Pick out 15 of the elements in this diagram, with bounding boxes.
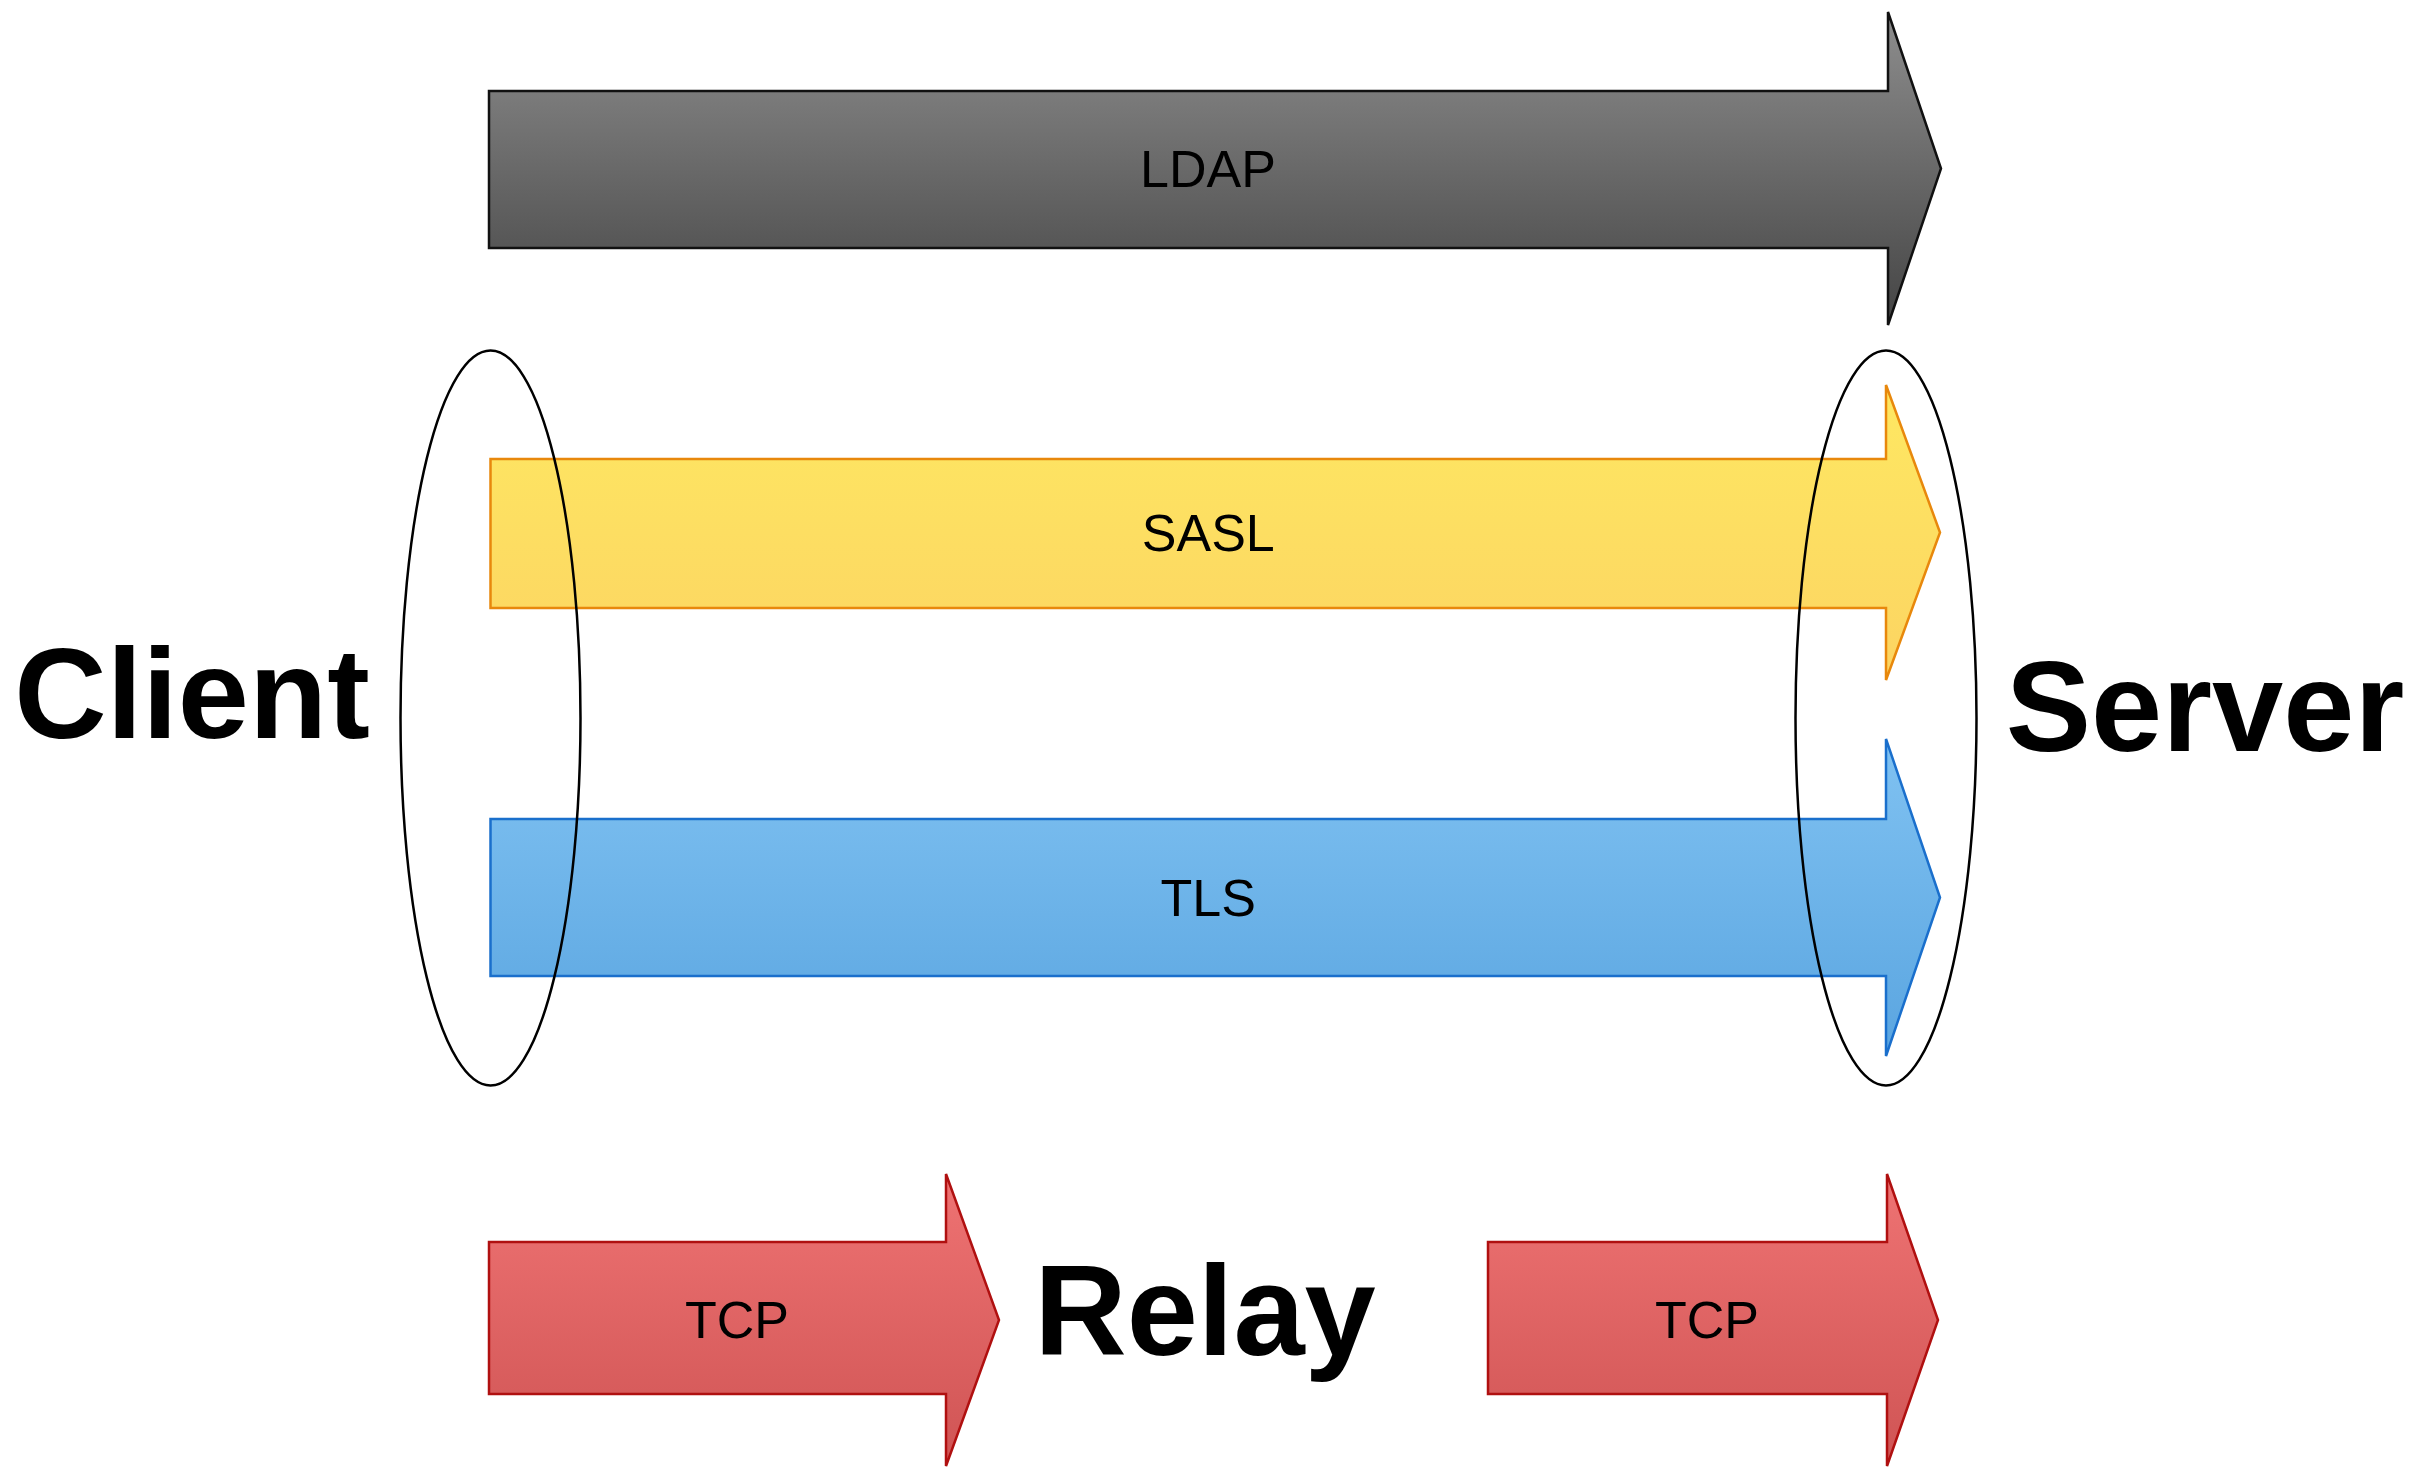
arrow-label: LDAP	[1140, 138, 1276, 199]
block-arrow	[1487, 1173, 1939, 1467]
endpoint-label: Client	[14, 620, 370, 767]
endpoint-label: Relay	[1034, 1237, 1376, 1384]
block-arrow	[489, 737, 1942, 1058]
block-arrow	[488, 11, 1942, 326]
block-arrow	[488, 1173, 1000, 1467]
arrow-label: TCP	[1655, 1290, 1759, 1350]
endpoint-label: Server	[2005, 633, 2405, 780]
edge-label: SASL	[1141, 502, 1275, 563]
arrow-label: TCP	[685, 1290, 789, 1350]
ellipse-outline	[399, 349, 582, 1087]
ellipse-outline	[1794, 349, 1978, 1087]
edge-label: TLS	[1160, 867, 1256, 928]
block-arrow	[489, 383, 1942, 682]
